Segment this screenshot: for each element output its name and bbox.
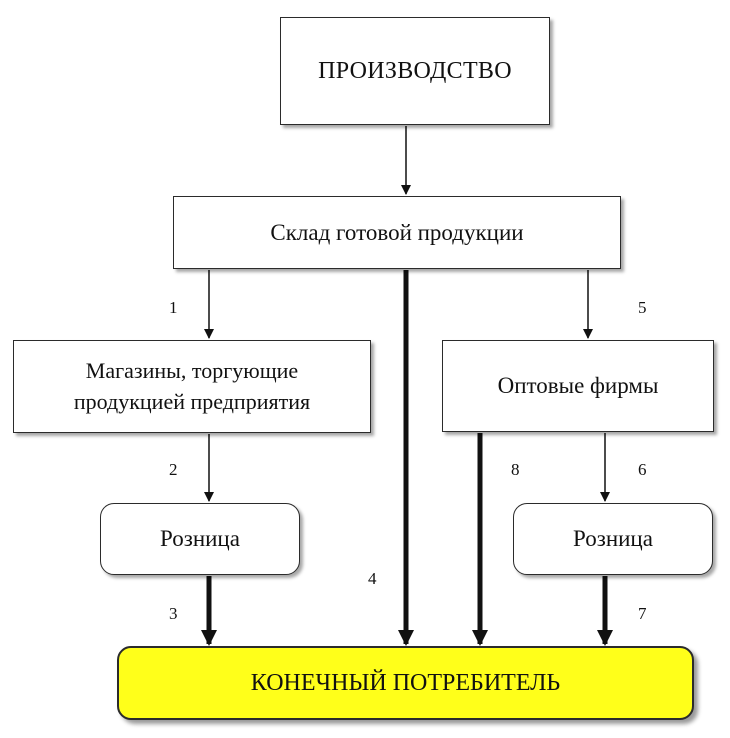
retail-left-box: Розница: [100, 503, 300, 575]
warehouse-label: Склад готовой продукции: [270, 219, 524, 245]
edge-label-8: 8: [511, 460, 520, 479]
edge-label-7: 7: [638, 604, 647, 623]
production-box: ПРОИЗВОДСТВО: [280, 17, 550, 125]
edge-label-5: 5: [638, 298, 647, 317]
edge-label-6: 6: [638, 460, 647, 479]
retail-left-label: Розница: [160, 526, 240, 551]
retail-right-label: Розница: [573, 526, 653, 551]
retail-right-box: Розница: [513, 503, 713, 575]
end-consumer-label: КОНЕЧНЫЙ ПОТРЕБИТЕЛЬ: [250, 669, 561, 696]
edge-label-1: 1: [169, 298, 178, 317]
edge-label-3: 3: [169, 604, 178, 623]
edge-label-4: 4: [368, 569, 377, 588]
production-label: ПРОИЗВОДСТВО: [318, 57, 512, 84]
edge-label-2: 2: [169, 460, 178, 479]
end-consumer-box: КОНЕЧНЫЙ ПОТРЕБИТЕЛЬ: [117, 646, 694, 720]
wholesale-firms-box: Оптовые фирмы: [442, 340, 714, 432]
wholesale-firms-label: Оптовые фирмы: [497, 373, 659, 398]
company-shops-label: Магазины, торгующие продукцией предприят…: [73, 357, 311, 414]
warehouse-box: Склад готовой продукции: [173, 196, 621, 269]
company-shops-box: Магазины, торгующие продукцией предприят…: [13, 340, 371, 433]
